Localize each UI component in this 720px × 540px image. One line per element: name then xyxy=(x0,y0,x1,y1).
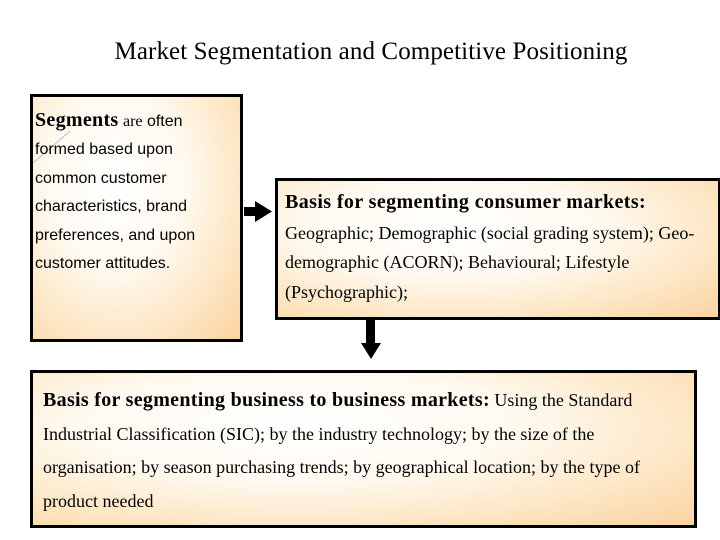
arrow-down-to-business xyxy=(361,320,381,359)
business-markets-body: Using the Standard Industrial Classifica… xyxy=(43,390,641,511)
business-markets-box xyxy=(30,370,697,528)
segments-body: often formed based upon common customer … xyxy=(35,113,196,273)
consumer-markets-heading: Basis for segmenting consumer markets: xyxy=(285,191,647,213)
segments-heading-rest: are xyxy=(122,113,143,130)
consumer-markets-text: Basis for segmenting consumer markets: G… xyxy=(285,188,715,307)
consumer-markets-box xyxy=(275,178,720,320)
consumer-markets-body: Geographic; Demographic (social grading … xyxy=(285,222,695,302)
arrow-right-to-consumer xyxy=(244,201,272,222)
business-markets-text: Basis for segmenting business to busines… xyxy=(43,384,688,518)
business-markets-heading: Basis for segmenting business to busines… xyxy=(43,389,490,411)
segments-heading: Segments xyxy=(35,109,119,131)
segments-text: Segments are often formed based upon com… xyxy=(35,106,215,278)
page-title: Market Segmentation and Competitive Posi… xyxy=(114,38,628,65)
